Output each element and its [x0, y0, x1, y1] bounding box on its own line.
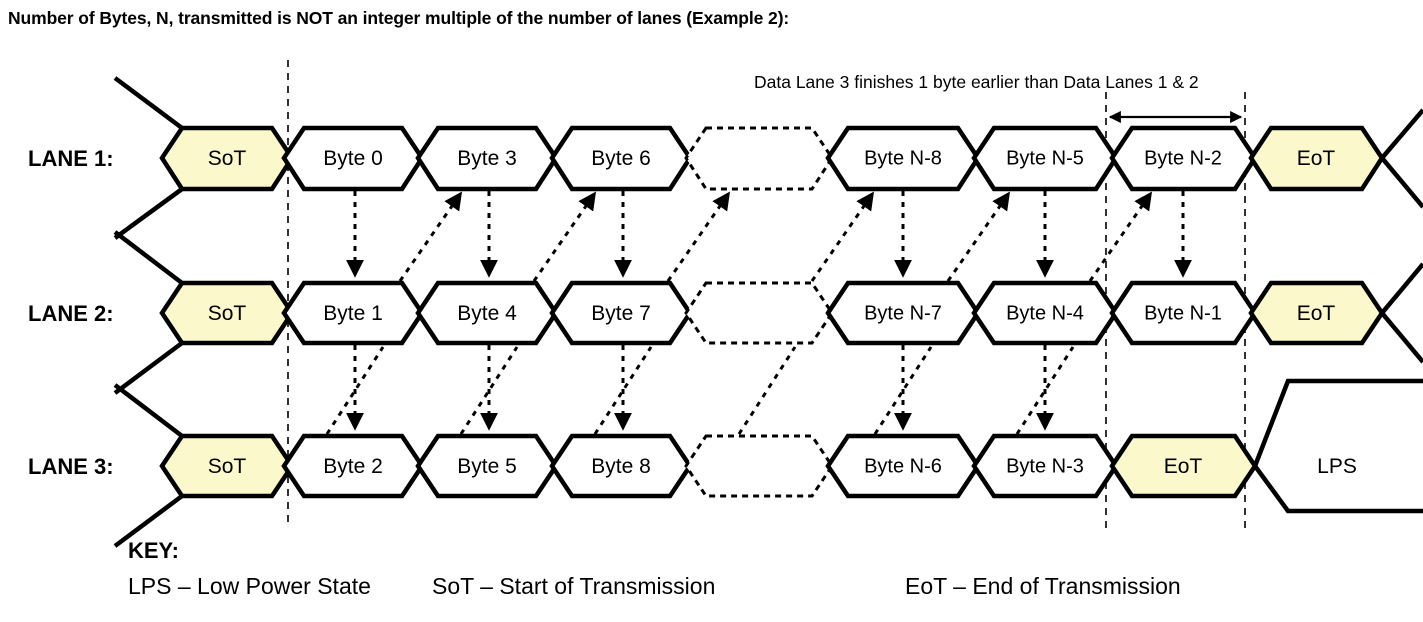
- lane-3-cell-byte-n3: [971, 433, 1119, 499]
- lane-1-cell-byte-0: [281, 125, 425, 192]
- lane-3-cell-byte-8: [549, 433, 693, 499]
- lane-2-text-byte-n7: Byte N-7: [864, 302, 942, 325]
- lane-1-text-byte-n8: Byte N-8: [864, 147, 942, 170]
- lane-3-cell-byte-2: [281, 433, 425, 499]
- lane-2-cell-byte-n1: [1109, 280, 1258, 346]
- lane-3-cell-byte-n6: [825, 433, 981, 499]
- lane-3-cell-eot: [1109, 433, 1258, 499]
- lane-3-cell-ellipsis: [684, 434, 834, 498]
- lane-3-text-byte-2: Byte 2: [323, 455, 383, 478]
- lane-1-text-byte-n5: Byte N-5: [1006, 147, 1084, 170]
- lane-1-cell-eot: [1248, 125, 1385, 192]
- lane-2-group: [113, 230, 1423, 395]
- lane-1-cell-byte-n8: [825, 125, 981, 192]
- lane-1-lps-entry-lower: [113, 187, 184, 240]
- lane-2-cell-eot: [1248, 280, 1385, 346]
- lane-1-cell-ellipsis: [684, 126, 834, 191]
- lane-3-text-byte-5: Byte 5: [457, 455, 517, 478]
- byte-flow-arrows-l2-l3: [346, 345, 1054, 431]
- lane-2-cell-byte-4: [415, 280, 559, 346]
- page-title: Number of Bytes, N, transmitted is NOT a…: [8, 8, 790, 28]
- lane-1-cell-byte-6: [549, 125, 693, 192]
- lane-1-text-sot: SoT: [207, 147, 247, 170]
- lane-2-text-eot: EoT: [1296, 302, 1336, 325]
- lane-2-cell-ellipsis: [684, 281, 834, 345]
- lane-1-lps-entry: [113, 76, 184, 130]
- lane-3-early-finish-annotation: Data Lane 3 finishes 1 byte earlier than…: [754, 72, 1199, 92]
- lane-2-lps-exit-lower: [1380, 311, 1423, 364]
- lane-1-cell-sot: [159, 125, 295, 192]
- lane-1-cell-byte-n2: [1109, 125, 1258, 192]
- lane-2-text-byte-n1: Byte N-1: [1144, 302, 1222, 325]
- wrap-diag-ellipsis-l1: [810, 191, 875, 282]
- lane-2-cell-byte-1: [281, 280, 425, 346]
- lane-3-text-byte-n3: Byte N-3: [1006, 455, 1084, 478]
- lane-1-text-byte-3: Byte 3: [457, 147, 517, 170]
- lane-2-text-sot: SoT: [207, 302, 247, 325]
- lane-2-lps-entry: [113, 230, 184, 285]
- key-entry-sot: SoT – Start of Transmission: [432, 573, 716, 599]
- lane-3-lps-entry-lower: [113, 494, 184, 548]
- lane-2-cell-byte-n7: [825, 280, 981, 346]
- lane-3-lps-region-bottom: [1253, 464, 1423, 514]
- lane-3-text-byte-n6: Byte N-6: [864, 455, 942, 478]
- lane-3-lps-region-top: [1252, 378, 1423, 467]
- lane-2-lps-exit: [1380, 262, 1423, 315]
- lane-2-text-byte-4: Byte 4: [457, 302, 517, 325]
- lane-3-lps-entry: [113, 383, 184, 438]
- key-entry-lps: LPS – Low Power State: [128, 573, 371, 599]
- byte-flow-wrap-arrows: [325, 191, 1153, 435]
- lane-1-text-byte-n2: Byte N-2: [1144, 147, 1222, 170]
- wrap-diag-b2-l1: [398, 191, 463, 282]
- lane-2-text-byte-7: Byte 7: [591, 302, 651, 325]
- lane-3-text-byte-8: Byte 8: [591, 455, 651, 478]
- lane-3-cell-byte-5: [415, 433, 559, 499]
- lane-1-group: [113, 76, 1423, 240]
- guide-lines: [287, 60, 1246, 528]
- lane-3-text-sot: SoT: [207, 455, 247, 478]
- lane-2-text-byte-1: Byte 1: [323, 302, 383, 325]
- wrap-diag-ellipsis-l2: [737, 346, 797, 435]
- lane-2-cell-byte-n4: [971, 280, 1119, 346]
- wrap-diag-bn3-l1: [1088, 191, 1153, 282]
- lane-2-text-byte-n4: Byte N-4: [1006, 302, 1084, 325]
- wrap-diag-b8-l1: [666, 191, 731, 282]
- lane-label-3: LANE 3:: [28, 454, 114, 479]
- lane-1-cell-byte-n5: [971, 125, 1119, 192]
- lane-1-lps-exit: [1380, 108, 1423, 160]
- key-heading: KEY:: [128, 538, 179, 563]
- wrap-diag-bn6-l1: [946, 191, 1011, 282]
- lane-1-lps-exit-lower: [1380, 156, 1423, 209]
- wrap-diag-b5-l1: [532, 191, 597, 282]
- key-entry-eot: EoT – End of Transmission: [905, 573, 1181, 599]
- lane-3-group: [113, 378, 1423, 548]
- lane-2-cell-sot: [159, 280, 295, 346]
- lane-1-text-byte-6: Byte 6: [591, 147, 651, 170]
- lane-1-text-eot: EoT: [1296, 147, 1336, 170]
- lane-3-text-lps: LPS: [1317, 455, 1357, 478]
- lane-2-lps-entry-lower: [113, 341, 184, 395]
- lane-label-2: LANE 2:: [28, 301, 114, 326]
- lane-3-cell-sot: [159, 433, 295, 499]
- lane-label-1: LANE 1:: [28, 146, 114, 171]
- lane-1-cell-byte-3: [415, 125, 559, 192]
- lane-3-text-eot: EoT: [1163, 455, 1203, 478]
- byte-flow-arrows-l1-l2: [346, 191, 1192, 278]
- lane-2-cell-byte-7: [549, 280, 693, 346]
- lane-1-text-byte-0: Byte 0: [323, 147, 383, 170]
